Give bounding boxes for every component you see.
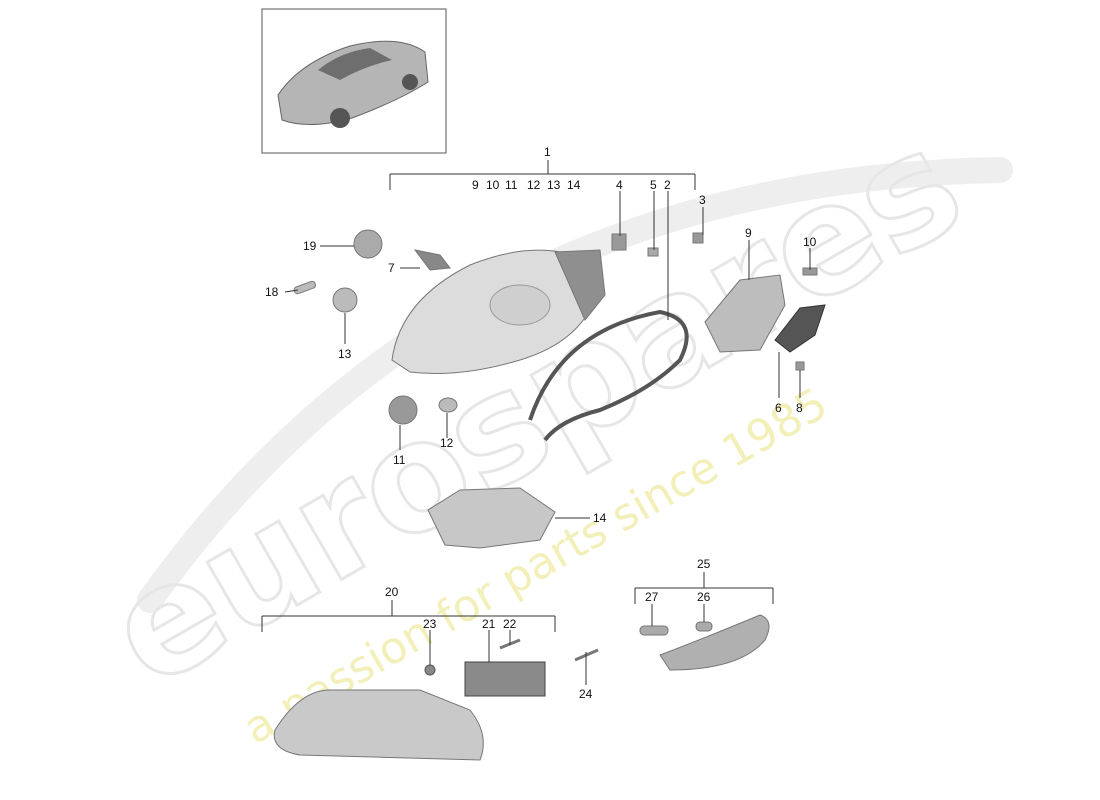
- callout-1-member-14: 14: [567, 178, 581, 192]
- group-1-bracket: [389, 160, 696, 190]
- callout-8: 8: [796, 401, 803, 415]
- group-25-bracket: [634, 572, 774, 604]
- callout-22: 22: [503, 617, 517, 631]
- callout-11: 11: [393, 453, 406, 467]
- watermark: eurospares a passion for parts since 198…: [80, 95, 1013, 755]
- seal-part: [528, 309, 689, 442]
- callout-1-member-10: 10: [486, 178, 500, 192]
- callout-1-member-9: 9: [472, 178, 479, 192]
- callout-5: 5: [650, 178, 657, 192]
- leader-lines: [284, 191, 811, 685]
- callout-6: 6: [775, 401, 782, 415]
- callout-19: 19: [303, 239, 317, 253]
- callout-23: 23: [423, 617, 437, 631]
- headlight-assembly: [391, 249, 606, 374]
- callout-14: 14: [593, 511, 607, 525]
- callout-1: 1: [544, 145, 551, 159]
- module-part: [774, 304, 826, 353]
- callout-labels: 1 9 10 11 12 13 14 4 5 2 3 9 10 19 7 18 …: [265, 145, 817, 701]
- callout-20: 20: [385, 585, 399, 599]
- vehicle-thumbnail: [261, 8, 447, 154]
- callout-24: 24: [579, 687, 593, 701]
- bracket-part: [427, 487, 556, 549]
- callout-4: 4: [616, 178, 623, 192]
- callout-3: 3: [699, 193, 706, 207]
- callout-1-member-13: 13: [547, 178, 561, 192]
- small-parts: [293, 229, 818, 425]
- callout-13: 13: [338, 347, 352, 361]
- callout-2: 2: [664, 178, 671, 192]
- callout-26: 26: [697, 590, 711, 604]
- group-20-bracket: [261, 600, 556, 632]
- callout-9: 9: [745, 226, 752, 240]
- callout-12: 12: [440, 436, 454, 450]
- callout-10: 10: [803, 235, 817, 249]
- callout-1-member-12: 12: [527, 178, 541, 192]
- callout-21: 21: [482, 617, 496, 631]
- side-marker-part: [659, 614, 770, 671]
- daytime-light-part: [273, 689, 484, 761]
- callout-25: 25: [697, 557, 711, 571]
- control-unit-part: [704, 274, 786, 353]
- callout-27: 27: [645, 590, 659, 604]
- callout-7: 7: [388, 261, 395, 275]
- callout-1-member-11: 11: [505, 178, 518, 192]
- module-21-part: [464, 661, 546, 697]
- callout-18: 18: [265, 285, 279, 299]
